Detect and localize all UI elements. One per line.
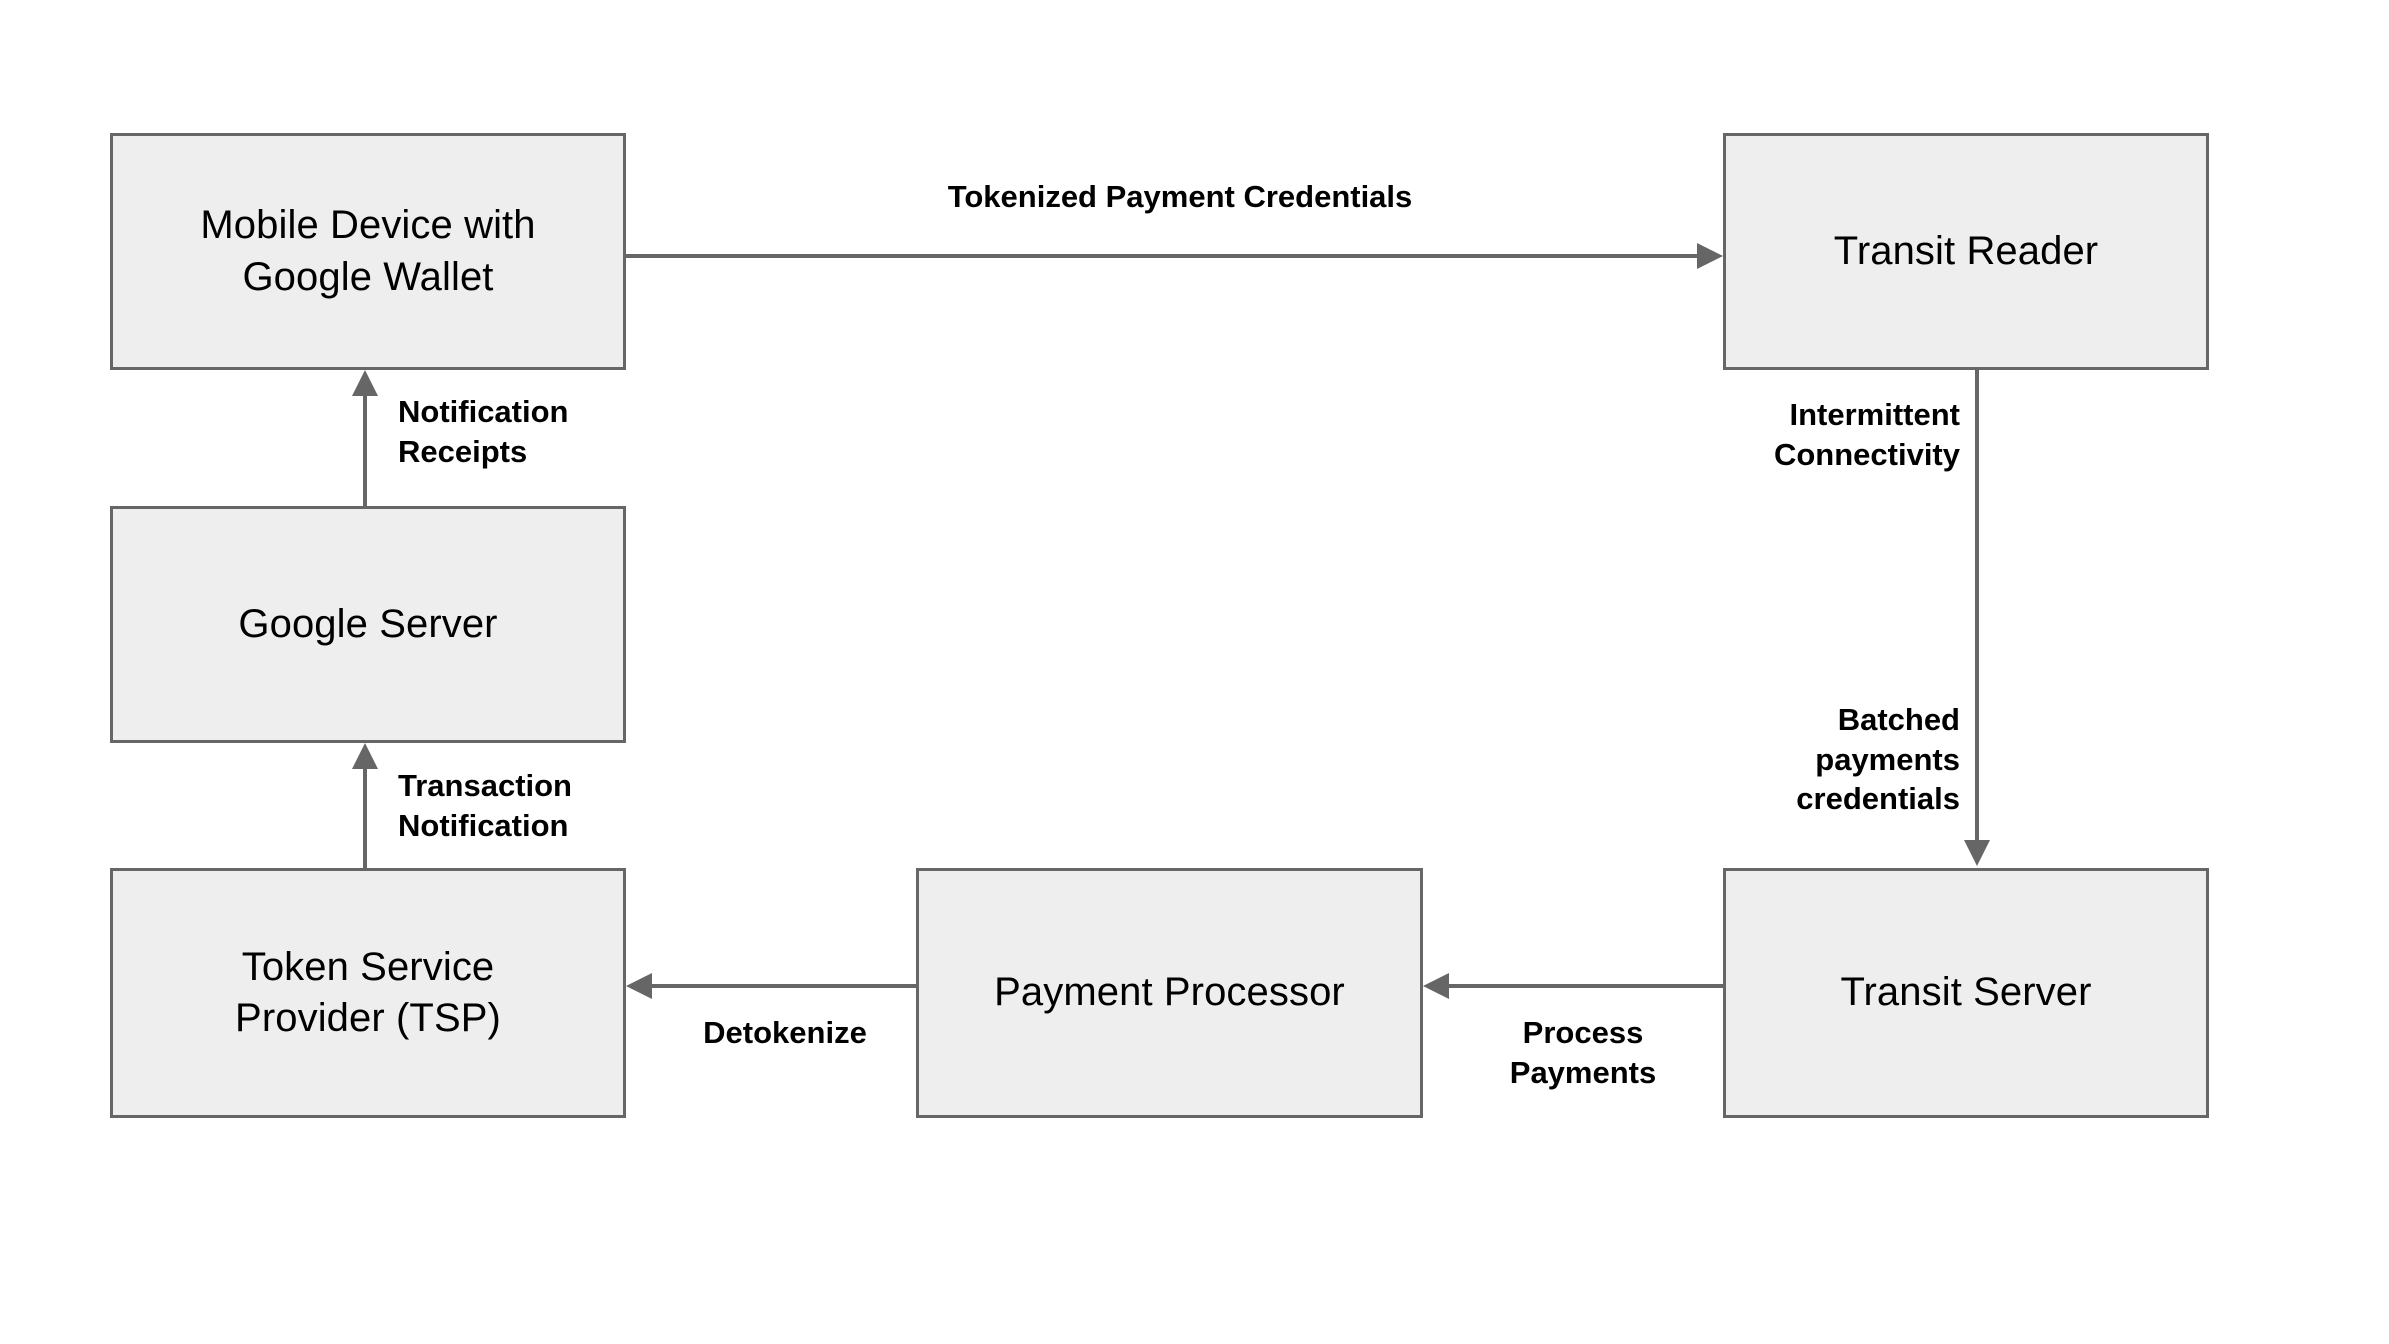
edge-transit-server-to-processor-arrowhead: [1423, 973, 1449, 999]
edge-mobile-to-reader-line: [626, 254, 1699, 258]
edge-transit-server-to-processor-line: [1449, 984, 1725, 988]
node-transit-server[interactable]: Transit Server: [1723, 868, 2209, 1118]
edge-mobile-to-reader-arrowhead: [1697, 243, 1723, 269]
node-mobile-device[interactable]: Mobile Device with Google Wallet: [110, 133, 626, 370]
edge-reader-to-transit-server-arrowhead: [1964, 840, 1990, 866]
edge-label-transaction-notification: Transaction Notification: [398, 768, 572, 843]
edge-label-tokenized-payment-credentials: Tokenized Payment Credentials: [947, 179, 1413, 214]
edge-tsp-to-google-server-line: [363, 768, 367, 868]
node-payment-processor[interactable]: Payment Processor: [916, 868, 1423, 1118]
edge-label-notification-receipts: Notification Receipts: [398, 394, 569, 469]
edge-google-server-to-mobile-arrowhead: [352, 370, 378, 396]
edge-processor-to-tsp-line: [652, 984, 918, 988]
node-google-server[interactable]: Google Server: [110, 506, 626, 743]
edge-processor-to-tsp-arrowhead: [626, 973, 652, 999]
edge-label-detokenize: Detokenize: [703, 1015, 867, 1050]
edge-google-server-to-mobile-line: [363, 395, 367, 506]
edge-reader-to-transit-server-line: [1975, 370, 1979, 842]
edge-tsp-to-google-server-arrowhead: [352, 743, 378, 769]
edge-label-batched-payments-credentials: Batched payments credentials: [1796, 702, 1960, 817]
node-transit-reader[interactable]: Transit Reader: [1723, 133, 2209, 370]
node-token-service-provider[interactable]: Token Service Provider (TSP): [110, 868, 626, 1118]
edge-label-intermittent-connectivity: Intermittent Connectivity: [1773, 397, 1960, 472]
edge-label-process-payments: Process Payments: [1509, 1015, 1657, 1090]
